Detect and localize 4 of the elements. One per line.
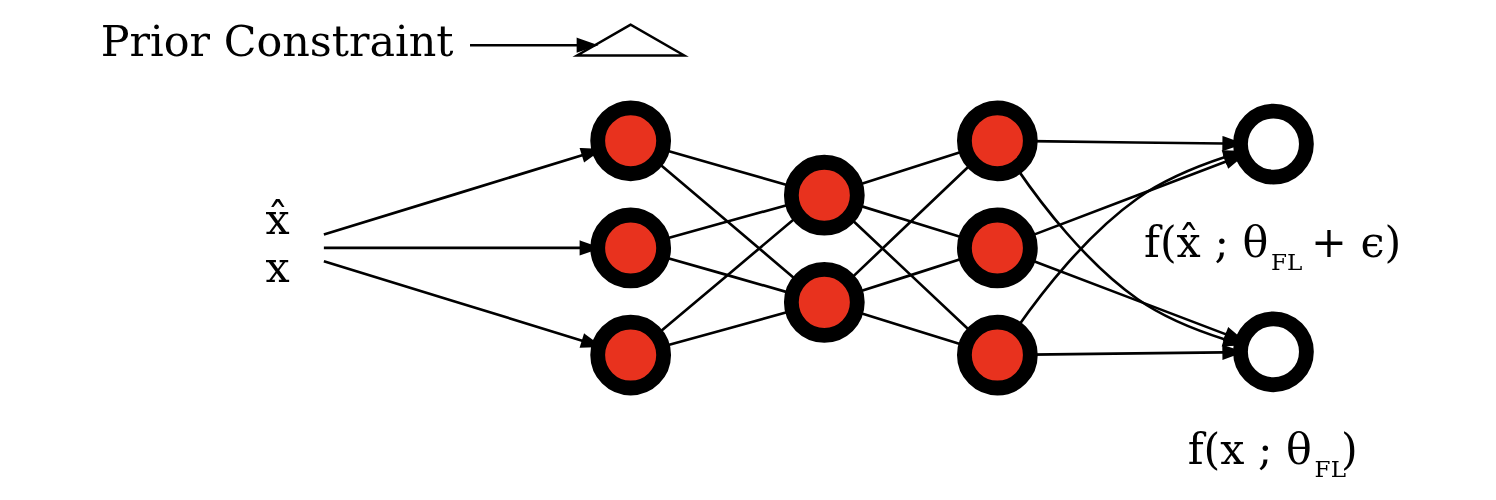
node-text: Prior Constraint	[100, 15, 454, 66]
node-label: f(x ; θ$_{FL}$)	[1187, 424, 1358, 483]
node-text: x̂ x	[265, 194, 290, 293]
node-label: f(x̂ ; θ$_{FL}$ + ϵ)	[1143, 216, 1401, 275]
